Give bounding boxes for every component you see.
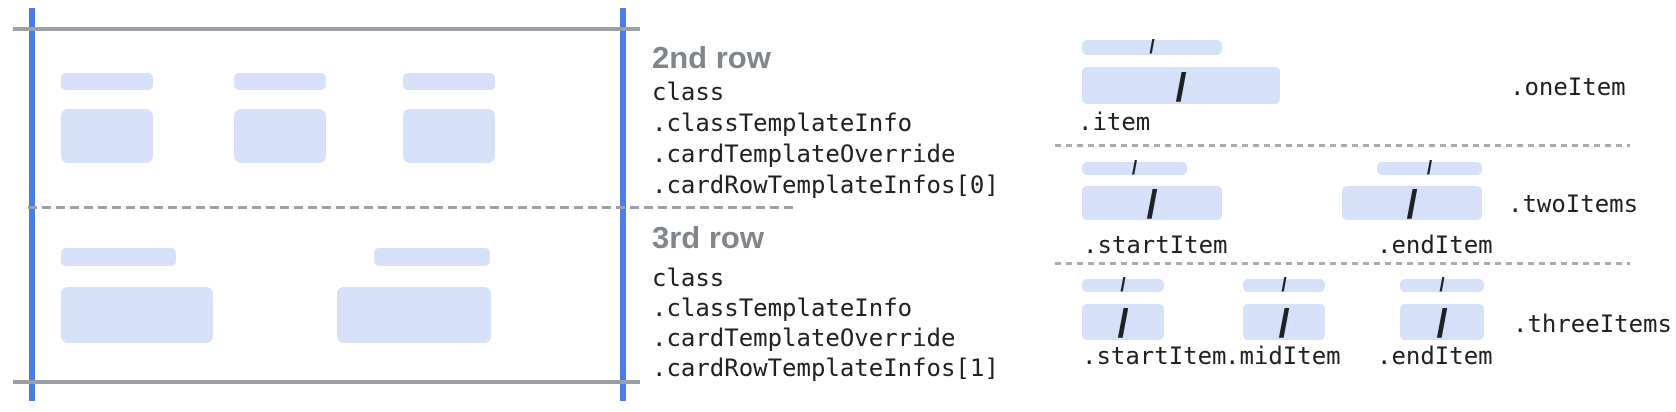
placeholder-label [374,248,490,266]
code-line: .cardRowTemplateInfos[0] [652,171,999,199]
two-items-layout-label: .twoItems [1508,190,1639,218]
item-value-placeholder: / [1082,67,1280,108]
section-divider-dashed-line [1055,144,1630,147]
placeholder-value [61,287,213,343]
slash-placeholder: / [1436,302,1448,346]
slash-placeholder: / [1439,275,1445,296]
slash-placeholder: / [1117,302,1129,346]
code-line: class [652,78,725,106]
code-line: .classTemplateInfo [652,109,913,137]
slash-placeholder: / [1131,158,1138,179]
row-divider-dashed-line [28,206,797,209]
mid-item-label-placeholder: / [1243,275,1325,296]
mid-item-field-label: .midItem [1225,342,1341,370]
item-label-placeholder: / [1082,37,1222,58]
card-top-edge [13,27,640,31]
placeholder-label [403,73,495,90]
item-field-label: .item [1078,108,1151,136]
start-item-field-label: .startItem [1082,342,1227,370]
placeholder-value [234,109,326,163]
row2-title: 2nd row [652,40,771,75]
code-line: .cardTemplateOverride [652,140,956,168]
start-item-field-label: .startItem [1083,231,1228,259]
end-item-value-placeholder: / [1400,304,1484,344]
end-item-label-placeholder: / [1377,158,1482,179]
code-line: .classTemplateInfo [652,294,913,322]
row3-title: 3rd row [652,220,764,255]
start-item-value-placeholder: / [1082,185,1222,225]
mid-item-value-placeholder: / [1243,304,1325,344]
end-item-label-placeholder: / [1400,275,1484,296]
slash-placeholder: / [1175,65,1187,110]
three-items-layout-label: .threeItems [1513,310,1672,338]
code-line: .cardTemplateOverride [652,324,956,352]
left-guide-line [29,8,35,401]
placeholder-label [234,73,326,90]
slash-placeholder: / [1146,183,1158,227]
start-item-label-placeholder: / [1082,158,1187,179]
slash-placeholder: / [1281,275,1287,296]
slash-placeholder: / [1406,183,1418,227]
end-item-field-label: .endItem [1377,231,1493,259]
code-line: class [652,264,725,292]
placeholder-label [61,248,176,266]
start-item-label-placeholder: / [1082,275,1164,296]
row3-field-path: class .classTemplateInfo .cardTemplateOv… [652,263,999,383]
slash-placeholder: / [1149,37,1155,58]
end-item-value-placeholder: / [1342,185,1482,225]
end-item-field-label: .endItem [1377,342,1493,370]
slash-placeholder: / [1120,275,1126,296]
placeholder-value [337,287,491,343]
slash-placeholder: / [1426,158,1433,179]
card-bottom-edge [13,380,640,384]
start-item-value-placeholder: / [1082,304,1164,344]
placeholder-label [61,73,153,90]
one-item-layout-label: .oneItem [1510,73,1626,101]
slash-placeholder: / [1278,302,1290,346]
section-divider-dashed-line [1055,262,1630,265]
right-guide-line [620,8,626,401]
row2-field-path: class .classTemplateInfo .cardTemplateOv… [652,77,999,201]
code-line: .cardRowTemplateInfos[1] [652,354,999,382]
placeholder-value [403,109,495,163]
placeholder-value [61,109,153,163]
